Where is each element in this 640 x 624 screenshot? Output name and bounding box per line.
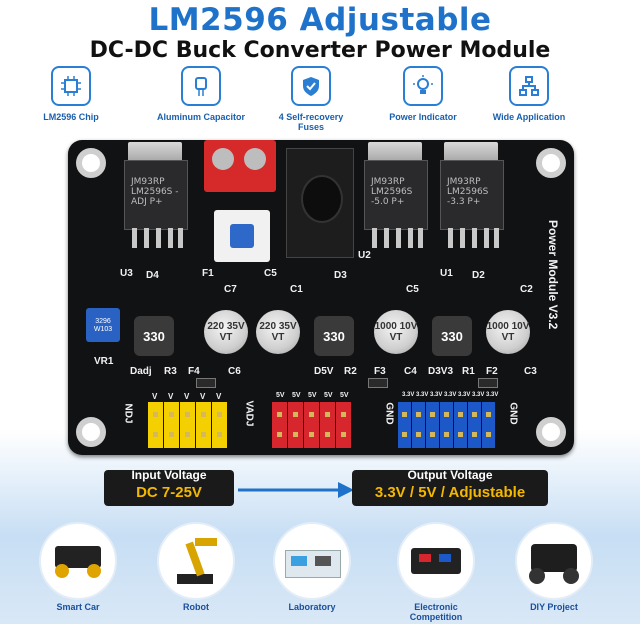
power-switch bbox=[214, 210, 270, 262]
mount-hole bbox=[76, 417, 106, 447]
output-voltage-box: Output Voltage 3.3V / 5V / Adjustable bbox=[352, 468, 548, 506]
silk-vadj: VADJ bbox=[243, 400, 255, 427]
silk-u1: U1 bbox=[440, 268, 453, 279]
silk-d4: D4 bbox=[146, 270, 159, 281]
application-robot: Robot bbox=[154, 522, 238, 612]
silk-c1: C1 bbox=[290, 284, 303, 295]
pcb-board: JM93RP LM2596S -ADJ P+ JM93RP LM2596S -5… bbox=[68, 140, 574, 455]
silk-c4: C4 bbox=[404, 366, 417, 377]
electrolytic-capacitor: 220 35V VT bbox=[204, 310, 248, 354]
chip-tab bbox=[128, 142, 182, 162]
silk-gnd-left: GND bbox=[383, 402, 395, 425]
shield-icon bbox=[303, 77, 319, 96]
silk-c2: C2 bbox=[520, 284, 533, 295]
inductor: 330 bbox=[134, 316, 174, 356]
lm2596-chip-3v3: JM93RP LM2596S -3.3 P+ bbox=[440, 160, 504, 230]
silk-c5b: C5 bbox=[406, 284, 419, 295]
silk-d3v3: D3V3 bbox=[428, 366, 454, 377]
silk-d2: D2 bbox=[472, 270, 485, 281]
silk-c7: C7 bbox=[224, 284, 237, 295]
module-label: Power Module V3.2 bbox=[546, 220, 560, 330]
application-diy-project: DIY Project bbox=[512, 522, 596, 612]
potentiometer: 3296 W103 bbox=[86, 308, 120, 342]
silk-r1: R1 bbox=[462, 366, 475, 377]
silk-vr1: VR1 bbox=[94, 356, 114, 367]
capacitor-icon bbox=[195, 77, 207, 96]
application-smart-car: Smart Car bbox=[36, 522, 120, 612]
mount-hole bbox=[536, 148, 566, 178]
silk-ndj: NDJ bbox=[122, 403, 134, 424]
silk-u2: U2 bbox=[358, 250, 371, 261]
lm2596-chip-5v: JM93RP LM2596S -5.0 P+ bbox=[364, 160, 428, 230]
silk-f3: F3 bbox=[374, 366, 386, 377]
silk-d5v: D5V bbox=[314, 366, 334, 377]
input-voltage-box: Input Voltage DC 7-25V bbox=[104, 468, 234, 506]
lm2596-chip-adj: JM93RP LM2596S -ADJ P+ bbox=[124, 160, 188, 230]
silk-d3: D3 bbox=[334, 270, 347, 281]
feature-application: Wide Application bbox=[484, 66, 574, 122]
application-competition: Electronic Competition bbox=[394, 522, 478, 622]
mount-hole bbox=[76, 148, 106, 178]
silk-u3: U3 bbox=[120, 268, 133, 279]
silk-f1: F1 bbox=[202, 268, 214, 279]
product-title: LM2596 Adjustable bbox=[148, 2, 492, 38]
inductor: 330 bbox=[432, 316, 472, 356]
mount-hole bbox=[536, 417, 566, 447]
input-voltage-title: Input Voltage bbox=[131, 468, 207, 482]
arrow-right-icon bbox=[238, 482, 354, 498]
inductor: 330 bbox=[314, 316, 354, 356]
silk-r3: R3 bbox=[164, 366, 177, 377]
product-subtitle: DC-DC Buck Converter Power Module bbox=[89, 38, 551, 63]
dc-jack bbox=[286, 148, 354, 258]
feature-indicator: Power Indicator bbox=[378, 66, 468, 122]
electrolytic-capacitor: 1000 10V VT bbox=[486, 310, 530, 354]
application-laboratory: Laboratory bbox=[270, 522, 354, 612]
feature-fuses: 4 Self-recovery Fuses bbox=[266, 66, 356, 132]
input-terminal-block bbox=[204, 140, 276, 192]
feature-capacitor: Aluminum Capacitor bbox=[156, 66, 246, 122]
silk-gnd-right: GND bbox=[507, 402, 519, 425]
output-voltage-value: 3.3V / 5V / Adjustable bbox=[374, 484, 526, 501]
silk-dadj: Dadj bbox=[130, 366, 152, 377]
silk-c5: C5 bbox=[264, 268, 277, 279]
output-voltage-title: Output Voltage bbox=[407, 468, 493, 482]
silk-c3: C3 bbox=[524, 366, 537, 377]
hierarchy-icon bbox=[519, 76, 539, 96]
feature-chip: LM2596 Chip bbox=[26, 66, 116, 122]
silk-r2: R2 bbox=[344, 366, 357, 377]
electrolytic-capacitor: 220 35V VT bbox=[256, 310, 300, 354]
silk-c6: C6 bbox=[228, 366, 241, 377]
silk-f4: F4 bbox=[188, 366, 200, 377]
electrolytic-capacitor: 1000 10V VT bbox=[374, 310, 418, 354]
input-voltage-value: DC 7-25V bbox=[136, 484, 202, 501]
silk-f2: F2 bbox=[486, 366, 498, 377]
lightbulb-icon bbox=[413, 75, 433, 94]
chip-icon bbox=[61, 76, 81, 96]
